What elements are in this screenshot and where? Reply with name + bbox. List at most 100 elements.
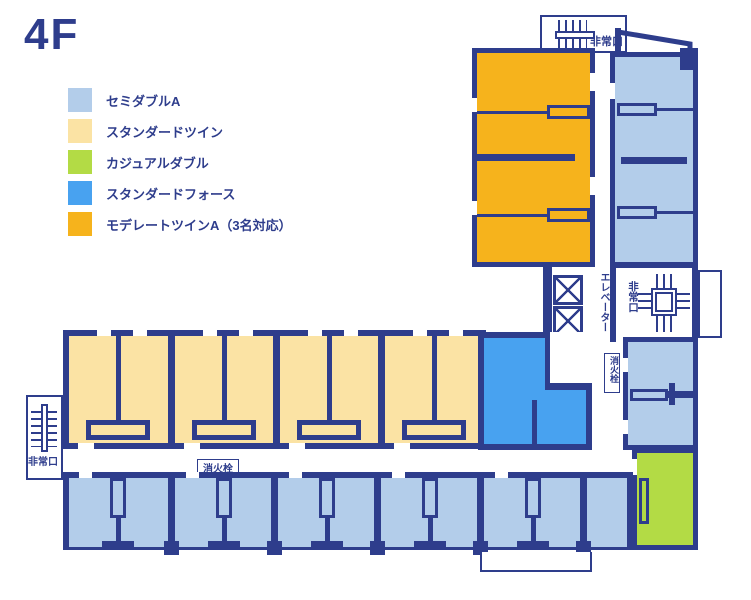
bed-platform bbox=[86, 420, 150, 440]
legend-item-semi-double-a: セミダブルA bbox=[68, 88, 292, 112]
fire-hydrant-label: 消火栓 bbox=[609, 356, 619, 383]
door-gap bbox=[590, 73, 595, 91]
wall bbox=[267, 541, 282, 555]
door-gap bbox=[623, 358, 628, 372]
emergency-exit-label: 非常口 bbox=[627, 281, 639, 313]
wall bbox=[273, 336, 280, 443]
corner-wall bbox=[680, 48, 698, 70]
room-type-legend: セミダブルA スタンダードツイン カジュアルダブル スタンダードフォース モデレ… bbox=[68, 88, 292, 236]
wall bbox=[432, 336, 437, 424]
wall bbox=[208, 541, 240, 547]
closet-outline bbox=[422, 478, 438, 518]
wall bbox=[531, 516, 536, 547]
wall bbox=[116, 516, 121, 547]
elevator-car-icon bbox=[553, 275, 583, 305]
door-gap bbox=[79, 472, 92, 478]
door-gap bbox=[78, 443, 94, 449]
stair-landing-bar bbox=[41, 404, 48, 452]
wall bbox=[580, 478, 587, 547]
closet-outline bbox=[216, 478, 232, 518]
door-gap bbox=[289, 472, 302, 478]
legend-item-standard-twin: スタンダードツイン bbox=[68, 119, 292, 143]
fire-hydrant-label: 消火栓 bbox=[203, 464, 233, 475]
wall bbox=[657, 108, 693, 111]
stairs-icon bbox=[656, 274, 672, 292]
bed-platform bbox=[402, 420, 466, 440]
page-title: 4F bbox=[24, 10, 80, 59]
wall bbox=[692, 262, 698, 344]
legend-label: スタンダードツイン bbox=[106, 124, 224, 140]
wall bbox=[370, 541, 385, 555]
window-gap bbox=[449, 330, 463, 336]
elevator-shaft-cutout bbox=[545, 332, 592, 390]
stairs-icon bbox=[656, 314, 672, 332]
left-emergency-stair: 非常口 bbox=[26, 395, 63, 480]
stair-landing-bar bbox=[555, 31, 595, 39]
wall bbox=[222, 336, 227, 424]
wall bbox=[311, 541, 343, 547]
wall bbox=[168, 478, 175, 547]
wall bbox=[374, 478, 381, 547]
stair-core bbox=[651, 288, 677, 316]
window-gap bbox=[203, 330, 217, 336]
closet-outline bbox=[319, 478, 335, 518]
window-gap bbox=[472, 201, 477, 215]
closet-outline bbox=[547, 208, 590, 222]
window-gap bbox=[239, 330, 253, 336]
wall bbox=[327, 336, 332, 424]
closet-outline bbox=[630, 389, 668, 401]
wall bbox=[414, 541, 446, 547]
elevator-car-icon bbox=[553, 306, 583, 336]
room-block-semi-double-right bbox=[623, 337, 698, 450]
wall bbox=[543, 263, 552, 335]
closet-outline bbox=[525, 478, 541, 518]
window-gap bbox=[97, 330, 111, 336]
legend-label: モデレートツインA（3名対応） bbox=[106, 217, 292, 233]
stair-landing-outline bbox=[698, 270, 722, 338]
room-block-semi-double-top bbox=[610, 52, 698, 267]
door-gap bbox=[610, 83, 615, 99]
door-gap bbox=[289, 443, 305, 449]
elevator-label: エレベーター bbox=[598, 272, 609, 332]
legend-swatch-standard-twin bbox=[68, 119, 92, 143]
fire-hydrant-box: 消火栓 bbox=[604, 353, 620, 393]
closet-outline bbox=[110, 478, 126, 518]
wall bbox=[222, 516, 227, 547]
door-gap bbox=[184, 443, 200, 449]
legend-item-casual-double: カジュアルダブル bbox=[68, 150, 292, 174]
door-gap bbox=[495, 472, 508, 478]
wall bbox=[532, 400, 537, 450]
wall bbox=[576, 541, 591, 555]
wall bbox=[477, 154, 575, 161]
wall bbox=[477, 111, 550, 114]
room-block-standard-twin bbox=[63, 330, 486, 449]
legend-swatch-casual-double bbox=[68, 150, 92, 174]
window-gap bbox=[133, 330, 147, 336]
legend-swatch-moderate-twin-a bbox=[68, 212, 92, 236]
bed-platform bbox=[297, 420, 361, 440]
window-gap bbox=[344, 330, 358, 336]
legend-swatch-semi-double-a bbox=[68, 88, 92, 112]
bed-platform bbox=[192, 420, 256, 440]
legend-swatch-standard-four bbox=[68, 181, 92, 205]
room-block-casual-double bbox=[632, 448, 698, 550]
door-gap bbox=[623, 420, 628, 434]
wall bbox=[668, 391, 693, 398]
wall bbox=[473, 541, 488, 555]
door-gap bbox=[590, 177, 595, 195]
door-gap bbox=[392, 472, 405, 478]
legend-label: カジュアルダブル bbox=[106, 155, 209, 171]
legend-label: スタンダードフォース bbox=[106, 186, 236, 202]
door-gap bbox=[632, 459, 637, 475]
door-gap bbox=[186, 472, 199, 478]
wall bbox=[610, 262, 698, 268]
legend-item-standard-four: スタンダードフォース bbox=[68, 181, 292, 205]
wall bbox=[164, 541, 179, 555]
door-gap bbox=[394, 443, 410, 449]
emergency-exit-label: 非常口 bbox=[590, 36, 623, 48]
wall bbox=[102, 541, 134, 547]
wall bbox=[657, 211, 693, 214]
closet-outline bbox=[617, 103, 657, 116]
room-block-semi-double-bottom bbox=[63, 472, 633, 555]
window-gap bbox=[472, 98, 477, 112]
